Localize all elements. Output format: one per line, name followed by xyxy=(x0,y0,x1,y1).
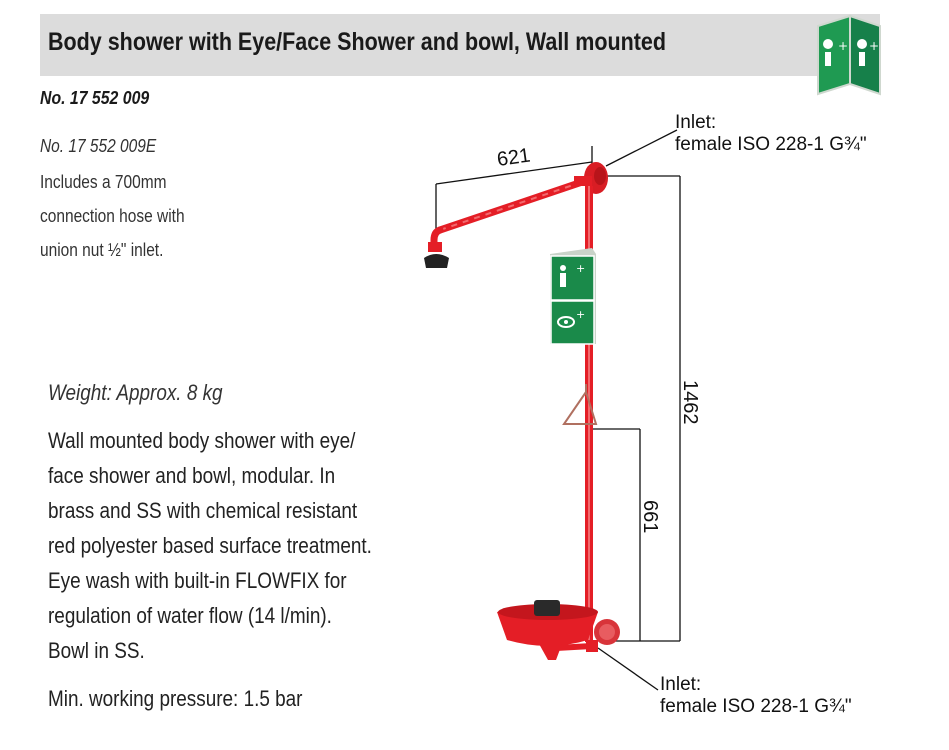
hose-note-line: Includes a 700mm xyxy=(40,172,167,192)
description-line: brass and SS with chemical resistant xyxy=(48,498,358,523)
eyewash-nozzles xyxy=(534,600,560,616)
inlet-callout-top: Inlet: female ISO 228-1 G¾" xyxy=(675,112,867,156)
svg-text:+: + xyxy=(869,39,879,53)
dimension-bowl-height-label: 661 xyxy=(639,500,661,533)
leader-line-top xyxy=(605,129,678,167)
inlet-top-label: Inlet: xyxy=(675,112,717,133)
svg-text:+: + xyxy=(838,39,848,53)
inlet-callout-bottom: Inlet: female ISO 228-1 G¾" xyxy=(660,674,852,718)
dimension-arm-label: 621 xyxy=(496,145,532,171)
product-number: No. 17 552 009 xyxy=(40,88,150,108)
bottom-inlet-fitting xyxy=(586,640,598,652)
inlet-bottom-spec: female ISO 228-1 G¾" xyxy=(660,696,852,717)
pull-handle xyxy=(562,389,598,425)
inlet-bottom-label: Inlet: xyxy=(660,674,702,695)
variant-number: No. 17 552 009E xyxy=(40,136,157,156)
svg-text:+: + xyxy=(576,262,585,275)
leader-line-bottom xyxy=(597,647,659,691)
svg-text:+: + xyxy=(576,308,585,321)
safety-sign-icon: + + xyxy=(550,248,596,345)
description-line: face shower and bowl, modular. In xyxy=(48,463,336,488)
inlet-top-spec: female ISO 228-1 G¾" xyxy=(675,134,867,155)
description-line: Eye wash with built-in FLOWFIX for xyxy=(48,568,347,593)
showerhead xyxy=(424,254,449,268)
description-line: red polyester based surface treatment. xyxy=(48,533,372,558)
safety-sign-3d-icon: + + xyxy=(817,14,881,96)
min-pressure-text: Min. working pressure: 1.5 bar xyxy=(48,686,303,711)
page-title: Body shower with Eye/Face Shower and bow… xyxy=(48,28,667,56)
showerhead-collar xyxy=(428,242,442,252)
dimension-line-arm xyxy=(435,161,593,185)
hose-note-line: union nut ½" inlet. xyxy=(40,240,164,260)
header-band xyxy=(40,14,880,76)
weight-text: Weight: Approx. 8 kg xyxy=(48,380,223,405)
dimension-shower-height-label: 1462 xyxy=(679,380,701,425)
hose-note-line: connection hose with xyxy=(40,206,185,226)
description-line: Wall mounted body shower with eye/ xyxy=(48,428,356,453)
description-line: regulation of water flow (14 l/min). xyxy=(48,603,332,628)
description-line: Bowl in SS. xyxy=(48,638,145,663)
